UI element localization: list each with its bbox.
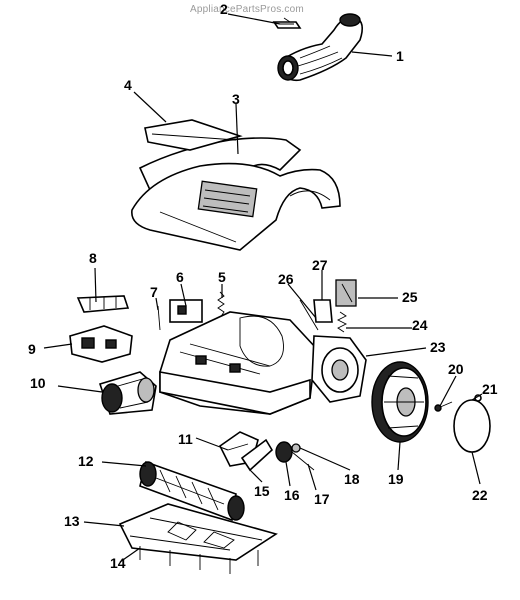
part-17-shaft[interactable]: [291, 451, 315, 471]
label-part-27: 27: [312, 257, 328, 273]
part-3-hood[interactable]: [131, 137, 341, 251]
label-part-11: 11: [178, 431, 193, 447]
label-part-13: 13: [64, 513, 80, 529]
label-part-24: 24: [412, 317, 428, 333]
part-27-bracket[interactable]: [313, 299, 333, 323]
part-25-height-adjust[interactable]: [335, 279, 357, 307]
label-part-22: 22: [472, 487, 488, 503]
part-12-brushroll[interactable]: [139, 460, 245, 522]
label-part-10: 10: [30, 375, 46, 391]
label-part-9: 9: [28, 341, 36, 357]
label-part-12: 12: [78, 453, 94, 469]
base-housing: [159, 311, 317, 415]
label-part-19: 19: [388, 471, 404, 487]
part-10-motor[interactable]: [98, 371, 157, 415]
label-part-5: 5: [218, 269, 226, 285]
label-part-1: 1: [396, 48, 404, 64]
label-part-4: 4: [124, 77, 132, 93]
label-part-7: 7: [150, 284, 158, 300]
part-4-hood-lens[interactable]: [144, 119, 243, 151]
part-5-spring[interactable]: [217, 291, 225, 319]
part-number-labels: 1 2 3 4 8 6 5 7 9 10 11 12 13 14 15 16 1…: [28, 1, 498, 571]
label-part-18: 18: [344, 471, 360, 487]
label-part-21: 21: [482, 381, 498, 397]
part-16-pulley[interactable]: [275, 441, 293, 463]
label-part-20: 20: [448, 361, 464, 377]
part-6-switch[interactable]: [169, 299, 203, 323]
part-18-bearing[interactable]: [291, 443, 301, 453]
label-part-16: 16: [284, 487, 300, 503]
leader-lines: [43, 13, 483, 563]
part-8-bracket[interactable]: [76, 295, 130, 313]
label-part-17: 17: [314, 491, 330, 507]
part-13-bottom-plate[interactable]: [118, 503, 278, 574]
label-part-26: 26: [278, 271, 294, 287]
label-part-2: 2: [220, 1, 228, 17]
part-20-axle-screw[interactable]: [434, 401, 453, 412]
part-7-pin[interactable]: [157, 305, 161, 331]
label-part-25: 25: [402, 289, 418, 305]
part-26-belt[interactable]: [299, 299, 319, 331]
part-15-lever[interactable]: [240, 438, 274, 472]
part-9-switch-housing[interactable]: [69, 325, 133, 363]
label-part-8: 8: [89, 250, 97, 266]
label-part-15: 15: [254, 483, 270, 499]
part-2-clip[interactable]: [272, 17, 302, 29]
part-22-hubcap[interactable]: [453, 399, 491, 453]
part-1-hose-elbow[interactable]: [277, 13, 364, 82]
part-24-spring[interactable]: [336, 311, 348, 333]
label-part-23: 23: [430, 339, 446, 355]
part-23-side-cover[interactable]: [311, 335, 367, 403]
label-part-14: 14: [110, 555, 126, 571]
watermark-text: AppliancePartsPros.com: [190, 4, 304, 15]
part-19-rear-wheel[interactable]: [371, 361, 429, 443]
label-part-6: 6: [176, 269, 184, 285]
label-part-3: 3: [232, 91, 240, 107]
